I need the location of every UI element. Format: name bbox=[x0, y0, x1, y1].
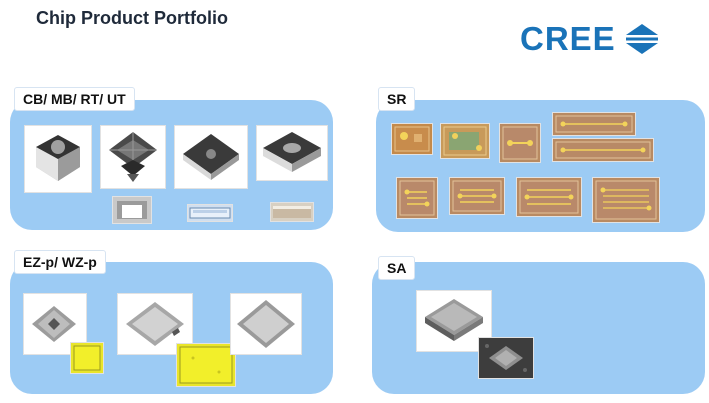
chip-photo bbox=[117, 293, 193, 355]
chip-yellow-photo bbox=[176, 343, 236, 387]
chip-photo bbox=[552, 138, 654, 162]
chip-photo bbox=[256, 125, 328, 181]
chip-photo bbox=[516, 177, 582, 217]
cree-logo: CREE bbox=[520, 20, 662, 58]
chip-photo bbox=[478, 337, 534, 379]
chip-photo bbox=[391, 123, 433, 155]
logo-text: CREE bbox=[520, 20, 616, 57]
label-sa: SA bbox=[378, 256, 416, 280]
chip-photo bbox=[440, 123, 490, 159]
chip-photo bbox=[396, 177, 438, 219]
label-cb: CB/ MB/ RT/ UT bbox=[14, 87, 135, 111]
chip-yellow-photo bbox=[70, 342, 104, 374]
label-ez: EZ-p/ WZ-p bbox=[14, 250, 106, 274]
chip-photo bbox=[174, 125, 248, 189]
label-sr: SR bbox=[378, 87, 416, 111]
chip-photo bbox=[592, 177, 660, 223]
chip-photo bbox=[230, 293, 302, 355]
chip-photo bbox=[23, 293, 87, 355]
chip-photo bbox=[449, 177, 505, 215]
chip-photo bbox=[24, 125, 92, 193]
chip-photo bbox=[499, 123, 541, 163]
page-title: Chip Product Portfolio bbox=[36, 8, 228, 28]
chip-photo bbox=[552, 112, 636, 136]
chip-side-photo bbox=[270, 202, 314, 222]
cree-arrows-icon bbox=[625, 24, 658, 54]
chip-side-photo bbox=[112, 196, 152, 224]
chip-photo bbox=[100, 125, 166, 189]
chip-side-photo bbox=[187, 204, 233, 222]
chip-photo bbox=[416, 290, 492, 352]
